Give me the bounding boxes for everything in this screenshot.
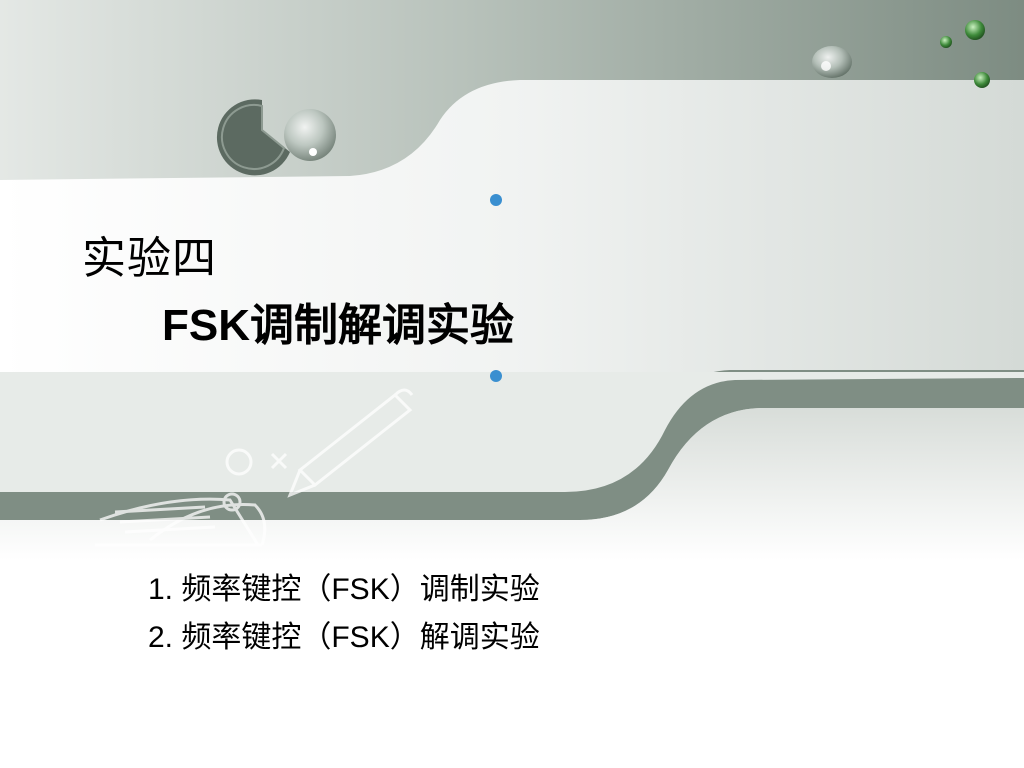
title-line-2: FSK调制解调实验 [162,301,514,350]
water-drop-medium [812,46,852,78]
green-drop-2 [940,36,952,48]
title-line-1: 实验四 [82,233,217,284]
green-drop-3 [974,72,990,88]
accent-dot-top [490,194,502,206]
accent-dot-bottom [490,370,502,382]
content-list: 1. 频率键控（FSK）调制实验 2. 频率键控（FSK）解调实验 [148,566,540,662]
sketch-decoration [95,388,414,547]
list-item: 2. 频率键控（FSK）解调实验 [148,621,540,654]
water-drop-large [284,109,336,161]
green-drop-1 [965,20,985,40]
list-item: 1. 频率键控（FSK）调制实验 [148,573,540,606]
main-panel [0,80,1024,372]
pacman-shape [216,99,290,176]
